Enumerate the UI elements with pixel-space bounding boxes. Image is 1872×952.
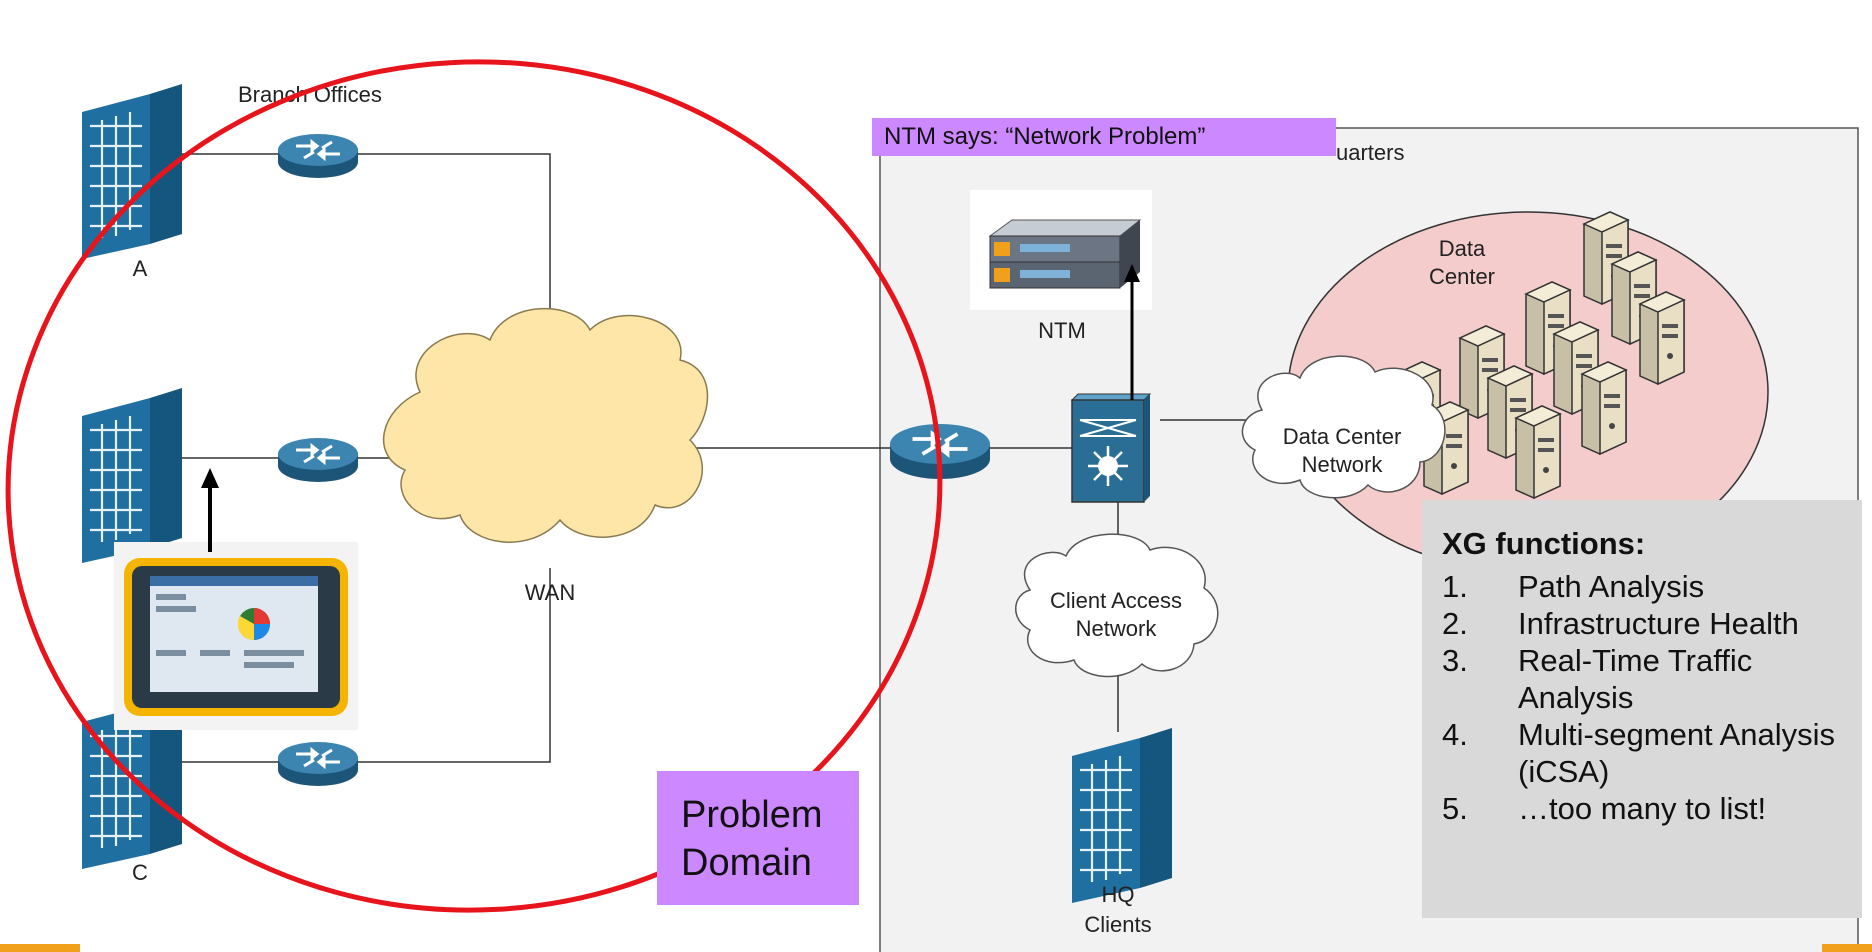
- list-number: 3.: [1442, 643, 1468, 678]
- data-center-label-2: Center: [1429, 264, 1495, 289]
- list-number: 1.: [1442, 569, 1468, 604]
- list-item: 1. Path Analysis: [1442, 568, 1848, 605]
- problem-domain-callout: Problem Domain: [657, 771, 859, 905]
- xg-functions-box: XG functions: 1. Path Analysis 2. Infrastr…: [1422, 500, 1862, 918]
- list-text: Infrastructure Health: [1518, 606, 1799, 641]
- router-icon: [276, 436, 360, 484]
- problem-domain-line-1: Problem: [681, 794, 823, 836]
- data-center-network-cloud-icon: [1241, 355, 1446, 499]
- problem-domain-circle: [5, 59, 943, 913]
- rack-appliance-icon: [988, 219, 1142, 289]
- branch-offices-label: Branch Offices: [238, 82, 382, 107]
- list-number: 4.: [1442, 717, 1468, 752]
- data-center-label-1: Data: [1439, 236, 1486, 261]
- client-access-network-cloud-icon: [1015, 533, 1219, 678]
- wan-label: WAN: [525, 580, 576, 605]
- building-icon-hq-clients: [1070, 726, 1174, 905]
- router-icon: [276, 132, 360, 180]
- hq-clients-label-2: Clients: [1084, 912, 1151, 937]
- branch-a-label: A: [133, 256, 148, 281]
- ntm-label: NTM: [1038, 318, 1086, 343]
- handheld-analyzer-icon: [124, 558, 348, 716]
- problem-domain-line-2: Domain: [681, 842, 812, 884]
- building-icon-b: [80, 386, 184, 565]
- data-center-network-label-1: Data Center: [1283, 424, 1402, 449]
- list-number: 2.: [1442, 606, 1468, 641]
- router-icon: [276, 740, 360, 788]
- list-number: 5.: [1442, 791, 1468, 826]
- client-access-network-label-2: Network: [1076, 616, 1158, 641]
- hq-clients-label-1: HQ: [1102, 882, 1135, 907]
- list-text: Path Analysis: [1518, 569, 1705, 604]
- wan-cloud-icon: [382, 307, 709, 543]
- list-item: 5. …too many to list!: [1442, 790, 1848, 827]
- list-text: Real-Time Traffic Analysis: [1518, 643, 1753, 715]
- list-item: 2. Infrastructure Health: [1442, 605, 1848, 642]
- xg-functions-list: 1.Path Analysis 2.Infrastructure Health …: [1442, 568, 1848, 827]
- data-center-network-label-2: Network: [1302, 452, 1384, 477]
- ntm-says-callout: NTM says: “Network Problem”: [872, 118, 1336, 156]
- branch-c-label: C: [132, 860, 148, 885]
- accent-bar-left: [0, 944, 80, 952]
- list-item: 4. Multi-segment Analysis (iCSA): [1442, 716, 1848, 790]
- headquarters-label: uarters: [1336, 140, 1404, 165]
- list-text: …too many to list!: [1518, 791, 1767, 826]
- multilayer-switch-icon: [1070, 393, 1152, 503]
- list-text: Multi-segment Analysis (iCSA): [1518, 717, 1836, 789]
- xg-functions-title: XG functions:: [1442, 526, 1646, 561]
- client-access-network-label-1: Client Access: [1050, 588, 1182, 613]
- list-item: 3. Real-Time Traffic Analysis: [1442, 642, 1848, 716]
- accent-bar-right: [1822, 944, 1872, 952]
